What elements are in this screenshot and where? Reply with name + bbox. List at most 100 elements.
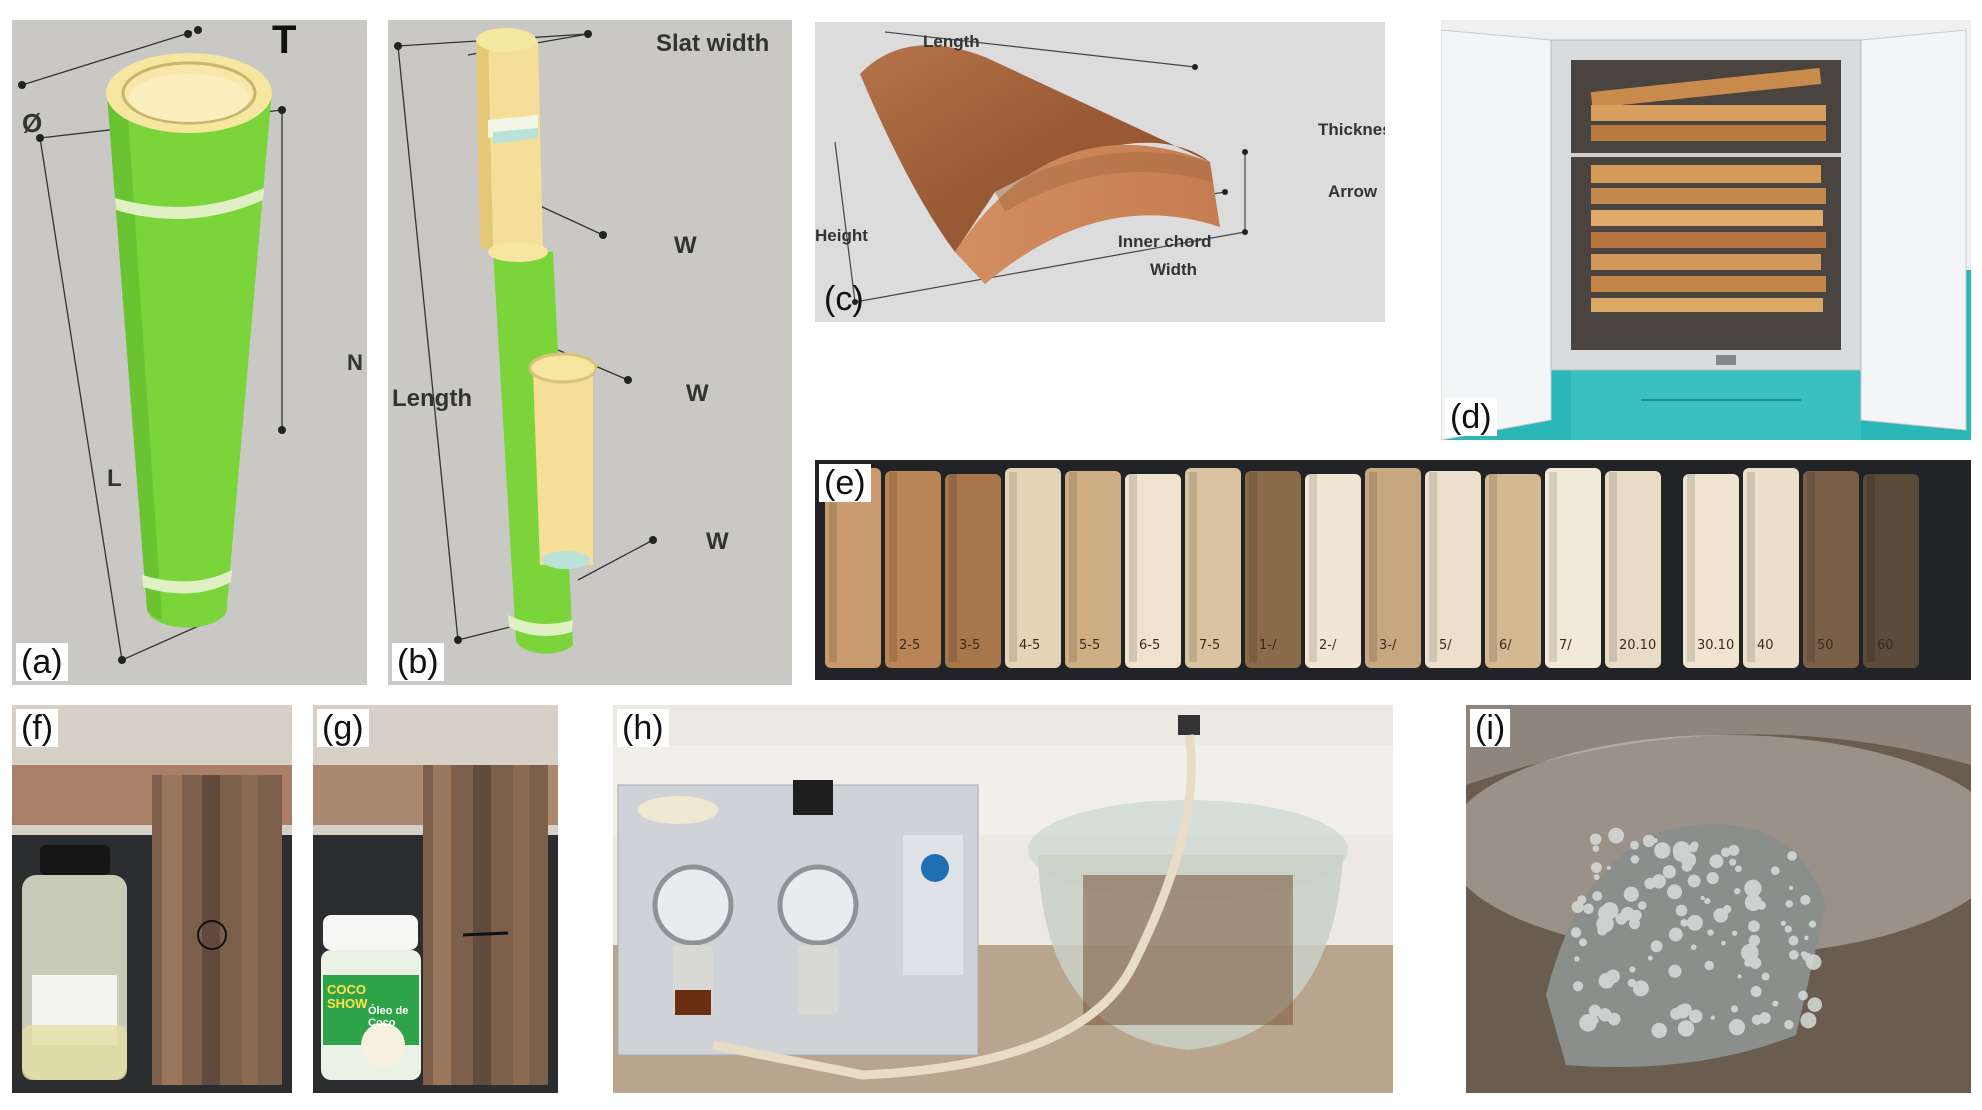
bubble bbox=[1784, 925, 1792, 933]
panel-g-coconut-oil-photo: COCO SHOW Óleo de Coco (g) bbox=[313, 705, 558, 1093]
bubble bbox=[1728, 844, 1740, 856]
bubble bbox=[1591, 1016, 1599, 1024]
bubble bbox=[1800, 894, 1811, 906]
panel-d-label: (d) bbox=[1445, 398, 1497, 436]
bubble bbox=[1730, 1005, 1739, 1013]
bubble bbox=[1800, 951, 1807, 958]
bamboo-slat bbox=[945, 474, 1001, 668]
bamboo-slat bbox=[1005, 468, 1061, 668]
diameter-label: Ø bbox=[22, 108, 43, 138]
panel-g-label: (g) bbox=[317, 709, 369, 747]
bamboo-slat-shade bbox=[1867, 472, 1875, 662]
bubble bbox=[1808, 920, 1817, 928]
bubble bbox=[1707, 929, 1714, 936]
bamboo-slat bbox=[1683, 474, 1739, 668]
bubble bbox=[1651, 1022, 1667, 1039]
bubble bbox=[1751, 1014, 1763, 1026]
bubble bbox=[1593, 874, 1600, 881]
bamboo-slat bbox=[1305, 474, 1361, 668]
bubble bbox=[1668, 927, 1683, 942]
bubble bbox=[1690, 944, 1697, 950]
bubble bbox=[1677, 1020, 1695, 1037]
jar-brand-text: COCO SHOW bbox=[327, 982, 368, 1011]
slat-mark: 20.10 bbox=[1619, 638, 1657, 653]
bubble bbox=[1687, 874, 1701, 888]
bubble bbox=[1597, 925, 1608, 936]
panel-a-label: (a) bbox=[16, 643, 68, 681]
bubble bbox=[1623, 886, 1639, 902]
bamboo-slat-shade bbox=[1309, 472, 1317, 662]
bubble bbox=[1761, 972, 1770, 981]
bubble bbox=[1784, 1019, 1794, 1030]
slat-mark: 4-5 bbox=[1019, 638, 1041, 653]
bubble bbox=[1721, 940, 1726, 946]
bubble bbox=[1578, 938, 1587, 947]
bubble bbox=[1800, 1012, 1817, 1029]
bamboo-slat-shade bbox=[1609, 472, 1617, 662]
bubble bbox=[1583, 903, 1594, 915]
panel-e-label: (e) bbox=[819, 464, 871, 502]
bubble bbox=[1629, 918, 1641, 930]
bubble bbox=[1770, 866, 1780, 876]
arrow-label: Arrow bbox=[1328, 182, 1378, 201]
bubble bbox=[1788, 885, 1794, 891]
impregnation-closeup-photo bbox=[1466, 705, 1971, 1093]
bubble bbox=[1627, 978, 1637, 988]
bubble bbox=[1598, 972, 1615, 989]
panel-h-vacuum-pump-photo: (h) bbox=[613, 705, 1393, 1093]
bamboo-slat bbox=[1125, 474, 1181, 668]
bubble bbox=[1759, 1012, 1771, 1024]
bubble bbox=[1729, 858, 1737, 866]
bubble bbox=[1772, 1000, 1779, 1007]
bamboo-slat bbox=[1743, 468, 1799, 668]
bubble bbox=[1687, 914, 1703, 931]
w-label-2: W bbox=[686, 380, 709, 407]
panel-a-bamboo-culm: Ø T N L (a) bbox=[12, 20, 367, 685]
bubble bbox=[1642, 834, 1656, 848]
bubble bbox=[1632, 980, 1649, 997]
bubble bbox=[1688, 1009, 1703, 1024]
bubble bbox=[1570, 927, 1582, 938]
slat-mark: 40 bbox=[1757, 638, 1774, 653]
slat-mark: 7/ bbox=[1559, 638, 1572, 653]
bubble bbox=[1787, 851, 1797, 861]
bubble bbox=[1601, 902, 1619, 920]
slat-mark: 30.10 bbox=[1697, 638, 1735, 653]
bubble bbox=[1647, 955, 1653, 961]
bubble bbox=[1748, 920, 1760, 933]
inner-chord-label: Inner chord bbox=[1118, 232, 1212, 251]
bubble bbox=[1630, 909, 1642, 921]
bamboo-slat-shade bbox=[1687, 472, 1695, 662]
bamboo-slat-shade bbox=[829, 472, 837, 662]
panel-c-label: (c) bbox=[824, 280, 864, 318]
bamboo-slat-shade bbox=[1429, 472, 1437, 662]
length-label: Length bbox=[923, 32, 980, 51]
bamboo-slat-shade bbox=[1249, 472, 1257, 662]
w-label-3: W bbox=[706, 528, 729, 555]
slat-mark: 60 bbox=[1877, 638, 1894, 653]
bubble bbox=[1788, 935, 1799, 946]
bamboo-slat bbox=[1605, 471, 1661, 668]
bamboo-slat bbox=[1485, 474, 1541, 668]
bamboo-slat-shade bbox=[1489, 472, 1497, 662]
bubble bbox=[1748, 934, 1761, 947]
bamboo-slat bbox=[825, 468, 881, 668]
slat-mark: 2-/ bbox=[1319, 638, 1337, 653]
slat-mark: 5-5 bbox=[1079, 638, 1101, 653]
slat-mark: 3-/ bbox=[1379, 638, 1397, 653]
bubble bbox=[1735, 865, 1742, 873]
bamboo-slat bbox=[1863, 474, 1919, 668]
bubble bbox=[1804, 935, 1809, 941]
bubble bbox=[1591, 862, 1602, 874]
slat-mark: 3-5 bbox=[959, 638, 981, 653]
bubble bbox=[1737, 974, 1742, 979]
slat-mark: 6/ bbox=[1499, 638, 1512, 653]
bamboo-slat-shade bbox=[1807, 472, 1815, 662]
bamboo-slat bbox=[1365, 468, 1421, 668]
length-label: Length bbox=[392, 385, 472, 412]
bubble bbox=[1571, 900, 1584, 914]
bubble bbox=[1700, 895, 1705, 901]
jar-product-text: Óleo de Coco bbox=[368, 1005, 409, 1029]
bubble bbox=[1680, 919, 1689, 927]
